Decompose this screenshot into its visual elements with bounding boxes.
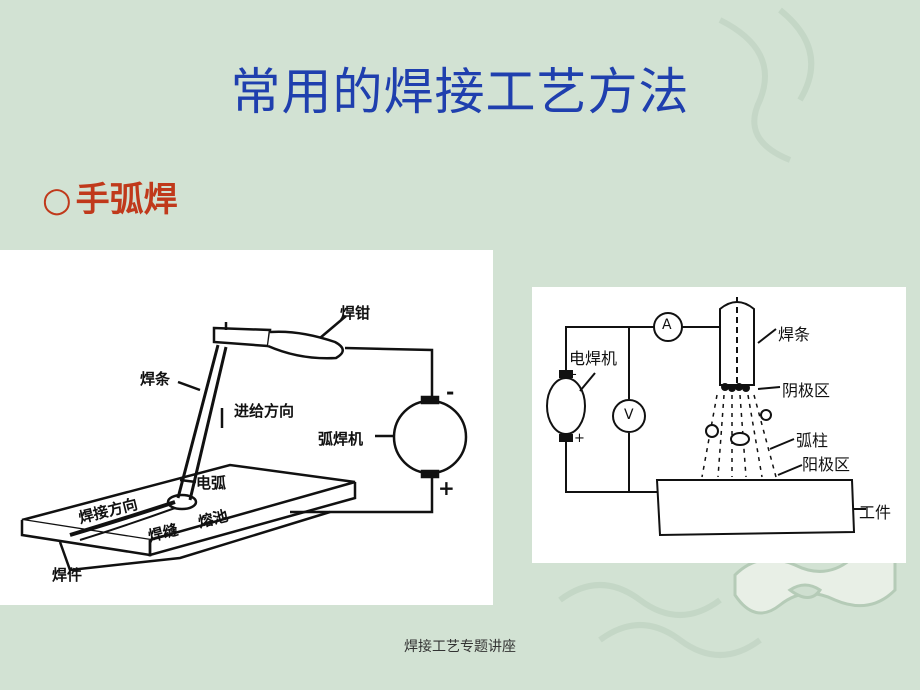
welder-generator [546, 377, 586, 435]
label-electrode: 焊条 [140, 370, 171, 388]
label-plus: + [574, 431, 585, 446]
cathode-spots [721, 383, 750, 392]
ammeter [653, 312, 683, 342]
voltmeter [612, 399, 646, 433]
label-feed-direction: 进给方向 [234, 402, 295, 420]
workpiece-block [655, 479, 856, 537]
label-welder: 电焊机 [569, 349, 618, 368]
label-arc: 电弧 [196, 474, 227, 492]
bullet-text: 手弧焊 [75, 180, 178, 220]
circle-bullet-icon: ○ [42, 180, 72, 220]
arc-welder-generator [392, 399, 468, 475]
label-ammeter: A [662, 317, 672, 333]
welding-setup-drawing [20, 315, 468, 572]
arc-circuit-drawing [546, 297, 866, 537]
label-plus: + [438, 476, 455, 500]
label-holder: 焊钳 [340, 304, 371, 322]
ion-left [705, 424, 719, 438]
electrode-rod [176, 344, 228, 501]
slide-title: 常用的焊接工艺方法 [230, 63, 690, 121]
wire-bottom [565, 437, 657, 493]
cable-positive [290, 472, 434, 514]
bullet-manual-arc-welding: ○手弧焊 [42, 172, 178, 221]
label-arc-welder: 弧焊机 [318, 430, 364, 448]
corner-ornament [733, 548, 897, 615]
workpiece-plate-lower [58, 510, 331, 572]
label-workpiece: 工件 [859, 503, 892, 522]
label-minus: - [446, 380, 455, 404]
cable-negative [344, 346, 434, 400]
label-voltmeter: V [624, 407, 634, 423]
weld-seam [69, 500, 176, 537]
label-workpiece: 焊件 [52, 566, 83, 584]
slide-footer: 焊接工艺专题讲座 [404, 639, 516, 655]
ion-right [760, 409, 772, 421]
label-anode: 阳极区 [802, 455, 851, 474]
electrode-schematic [719, 301, 755, 386]
molten-pool [166, 493, 198, 511]
holder-handle [267, 330, 344, 360]
holder-body [212, 326, 272, 348]
ion-center [730, 432, 750, 446]
figure-arc-circuit: A V 电焊机 焊条 阴极区 弧柱 阳极区 工件 - + [532, 287, 906, 563]
label-arc-column: 弧柱 [796, 431, 829, 450]
label-cathode: 阴极区 [782, 381, 831, 400]
figure-manual-arc-welding: 焊钳 焊条 进给方向 弧焊机 - + 电弧 焊接方向 熔池 焊缝 焊件 [0, 250, 493, 605]
label-minus: - [572, 367, 577, 382]
label-electrode: 焊条 [778, 325, 811, 344]
